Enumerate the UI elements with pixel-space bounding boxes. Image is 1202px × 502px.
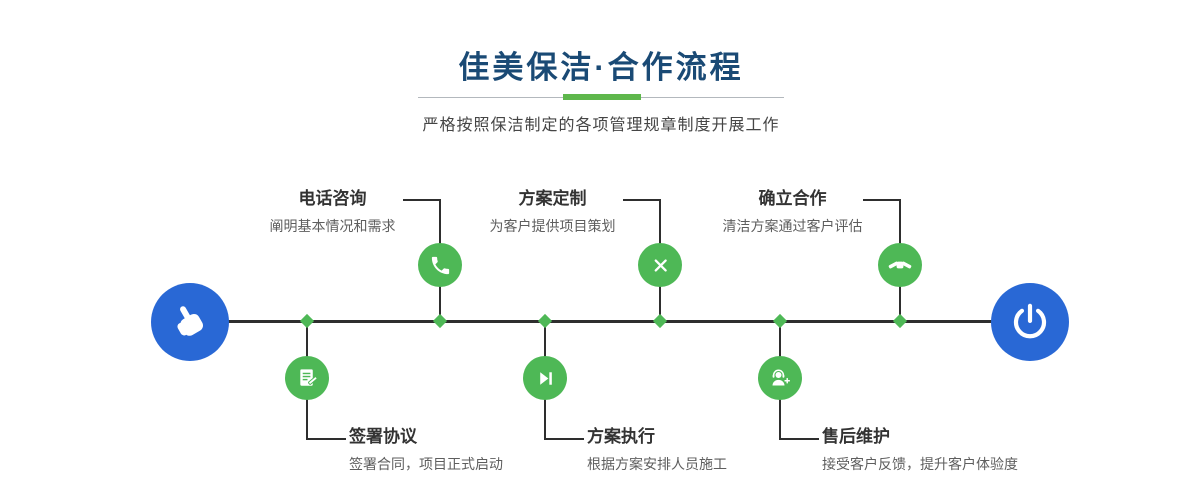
step-label-cooperation: 确立合作 清洁方案通过客户评估 — [705, 189, 880, 235]
handshake-icon — [888, 261, 912, 269]
timeline-node-diamond — [652, 313, 668, 329]
step-label-aftersales: 售后维护 接受客户反馈，提升客户体验度 — [822, 427, 1102, 473]
divider-accent — [563, 94, 641, 100]
power-icon — [1013, 303, 1047, 339]
step-title: 电话咨询 — [298, 189, 367, 208]
step-circle-phone — [418, 243, 462, 287]
step-desc: 接受客户反馈，提升客户体验度 — [822, 456, 1018, 472]
step-desc: 签署合同，项目正式启动 — [349, 456, 503, 472]
step-circle-plan — [638, 243, 682, 287]
step-desc: 根据方案安排人员施工 — [587, 456, 727, 472]
step-desc: 阐明基本情况和需求 — [269, 218, 396, 234]
step-circle-contract — [285, 356, 329, 400]
step-label-phone: 电话咨询 阐明基本情况和需求 — [245, 189, 420, 235]
step-label-execution: 方案执行 根据方案安排人员施工 — [587, 427, 867, 473]
step-label-plan: 方案定制 为客户提供项目策划 — [465, 189, 640, 235]
connector-line — [308, 438, 346, 440]
step-title: 确立合作 — [758, 189, 827, 208]
step-title: 售后维护 — [822, 427, 890, 446]
step-title: 签署协议 — [349, 427, 417, 446]
connector-line — [781, 438, 819, 440]
timeline-node-diamond — [537, 313, 553, 329]
pointer-hand-icon — [177, 306, 204, 336]
page-title: 佳美保洁·合作流程 — [458, 50, 744, 85]
phone-icon — [431, 256, 449, 274]
step-circle-execution — [523, 356, 567, 400]
step-label-contract: 签署协议 签署合同，项目正式启动 — [349, 427, 629, 473]
connector-line — [623, 199, 660, 201]
connector-line — [403, 199, 440, 201]
timeline-line — [190, 320, 1030, 323]
timeline-end-node — [991, 283, 1069, 361]
page-subtitle: 严格按照保洁制定的各项管理规章制度开展工作 — [422, 117, 780, 134]
contract-icon — [299, 368, 317, 386]
step-circle-aftersales — [758, 356, 802, 400]
timeline-node-diamond — [892, 313, 908, 329]
play-icon — [539, 371, 552, 385]
step-circle-cooperation — [878, 243, 922, 287]
step-title: 方案定制 — [518, 189, 587, 208]
step-desc: 为客户提供项目策划 — [489, 218, 616, 234]
timeline-node-diamond — [772, 313, 788, 329]
pen-tools-icon — [654, 258, 667, 272]
timeline-start-node — [151, 283, 229, 361]
timeline-node-diamond — [299, 313, 315, 329]
step-desc: 清洁方案通过客户评估 — [722, 218, 863, 234]
connector-line — [863, 199, 900, 201]
connector-line — [546, 438, 584, 440]
step-title: 方案执行 — [587, 427, 655, 446]
headset-icon — [772, 369, 791, 386]
timeline-node-diamond — [432, 313, 448, 329]
